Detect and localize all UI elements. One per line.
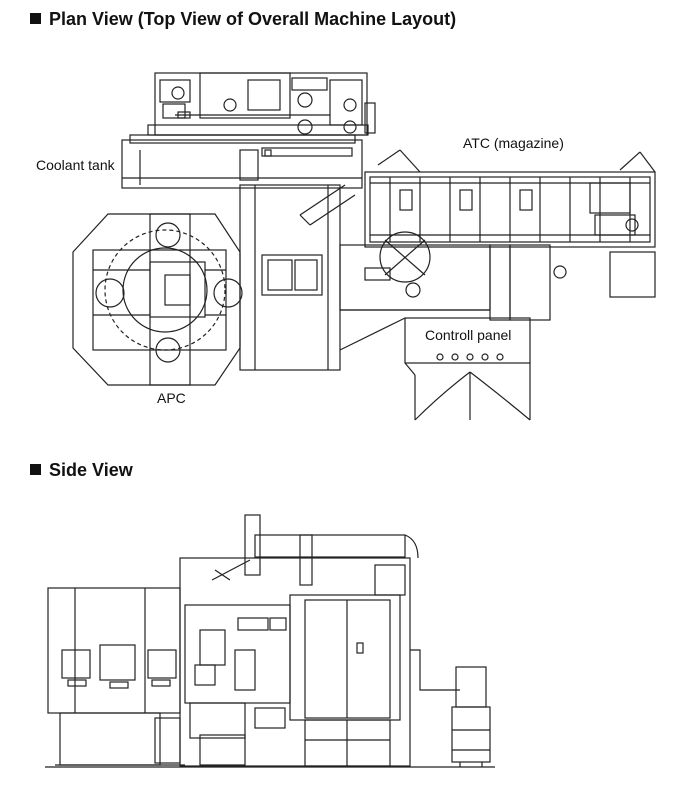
apc-unit — [72, 213, 243, 386]
control-panel — [404, 317, 531, 421]
tool-changer-area — [339, 231, 656, 351]
side-view-heading: Side View — [30, 460, 133, 481]
side-view-title: Side View — [49, 460, 133, 480]
machine-enclosure — [239, 184, 356, 371]
square-bullet-icon — [30, 13, 41, 24]
coolant-tank-label: Coolant tank — [36, 157, 115, 173]
square-bullet-icon — [30, 464, 41, 475]
coolant-tank — [121, 134, 363, 189]
atc-label: ATC (magazine) — [463, 135, 564, 151]
coolant-unit — [410, 649, 491, 767]
apc-label: APC — [157, 390, 186, 406]
magazine-cabinet — [289, 564, 406, 767]
apc-cabinet — [47, 587, 185, 766]
main-machine-body — [179, 514, 419, 767]
plan-view-title: Plan View (Top View of Overall Machine L… — [49, 9, 457, 29]
plan-view-heading: Plan View (Top View of Overall Machine L… — [30, 9, 456, 30]
control-panel-label: Controll panel — [425, 327, 512, 343]
